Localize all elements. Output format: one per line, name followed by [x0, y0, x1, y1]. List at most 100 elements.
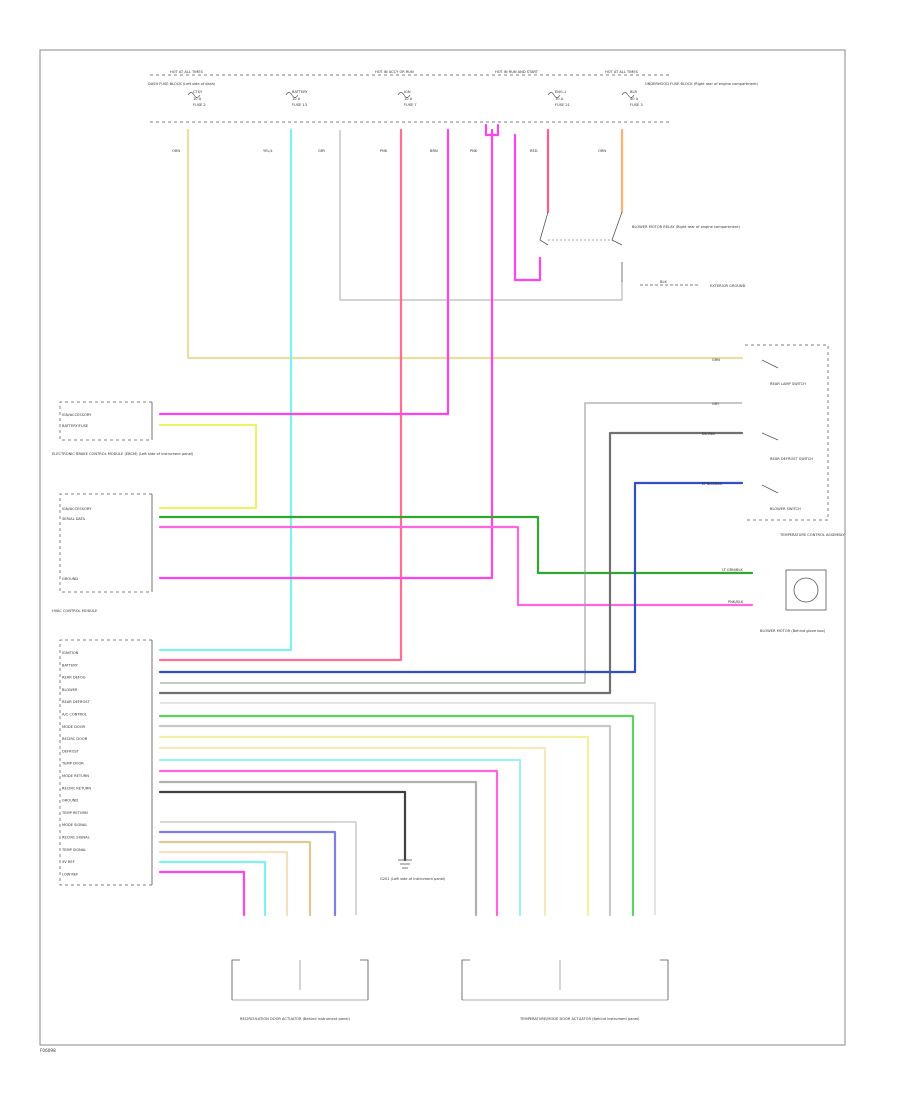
wire-gray-defog: [160, 402, 742, 684]
svg-text:FUSE 7: FUSE 7: [404, 103, 417, 107]
hvac-pin-label: REAR DEFROST: [62, 700, 91, 704]
ebcm-pin-1: IGN/ACCESSORY: [62, 507, 92, 511]
wire-magenta-recirc: [158, 870, 246, 917]
hvac-pin-label: RECIRC RETURN: [62, 786, 91, 790]
bus-label-1: HOT AT ALL TIMES: [170, 70, 204, 74]
hvac-pin-label: MODE RETURN: [62, 774, 89, 778]
switch-wire-3: DK BLU: [702, 432, 716, 436]
hvac-pin-label: BLOWER: [62, 688, 78, 692]
wire-gray-act: [158, 780, 478, 917]
wire-pink-blower: [158, 525, 754, 607]
hvac-pin-label: TEMP SIGNAL: [61, 848, 86, 852]
wire-magenta-relay: [513, 133, 542, 282]
wire-yellow-ebcm: [158, 423, 258, 510]
top-power-bus: HOT AT ALL TIMES HOT IN ACCY OR RUN HOT …: [148, 70, 759, 123]
wires: [158, 123, 754, 917]
svg-text:10 A: 10 A: [292, 97, 301, 101]
fuse-symbols: CTSY 10 A FUSE 2 BATTERY 10 A FUSE 13 IG…: [187, 90, 643, 107]
temp-mode-actuator: TEMPERATURE/MODE DOOR ACTUATOR (Behind i…: [461, 959, 669, 1021]
svg-text:FUSE 21: FUSE 21: [555, 103, 570, 107]
switch-wire-2: GRY: [712, 402, 720, 406]
temp-control-switch: GRN GRY DK BLU LT BLU/BLK REAR LAMP SWIT…: [702, 344, 845, 537]
wire-red-ign: [158, 128, 403, 662]
switch-item-2: REAR DEFROST SWITCH: [770, 457, 813, 461]
svg-text:PNK: PNK: [380, 149, 388, 153]
hvac-pin-label: IGNITION: [62, 651, 79, 655]
figure-id: F06098: [40, 1048, 56, 1053]
wire-green-act: [158, 714, 635, 917]
fuse-blr: BLR 40 A FUSE 3: [621, 90, 643, 107]
svg-text:YEL/L: YEL/L: [263, 149, 273, 153]
wire-cream-recirc: [158, 850, 289, 917]
wire-blue-switch: [158, 481, 744, 674]
svg-text:IGN: IGN: [404, 90, 411, 94]
svg-text:BATTERY: BATTERY: [292, 90, 309, 94]
hvac-pin-label: RECIRC SIGNAL: [62, 836, 90, 840]
bus-label-2: HOT IN ACCY OR RUN: [375, 70, 414, 74]
wire-darkgray-switch: [158, 431, 744, 695]
wire-cyan-battery: [158, 128, 293, 652]
ebcm-pin-2: SERIAL DATA: [62, 517, 86, 521]
hvac-pin-label: TEMP RETURN: [61, 811, 88, 815]
hvac-pin-label: A/C CONTROL: [62, 713, 87, 717]
diagram-frame: [39, 49, 846, 1046]
wire-pink-act: [158, 769, 499, 917]
wire-gray-recirc: [160, 821, 357, 915]
hvac-module: HVAC CONTROL MODULE IGNITIONBATTERYREAR …: [52, 609, 153, 886]
hvac-pin-label: REAR DEFOG: [62, 676, 86, 680]
blower-title: BLOWER MOTOR (Behind glove box): [760, 629, 826, 633]
recirc-actuator: RECIRCULATION DOOR ACTUATOR (Behind inst…: [231, 959, 369, 1021]
svg-text:CTSY: CTSY: [193, 90, 203, 94]
ebcm-pin-3: GROUND: [62, 577, 78, 581]
wire-paleyellow-act: [158, 735, 590, 917]
wire-lightgray-return: [160, 702, 656, 915]
ground-g201: G201 (Left side of instrument panel): [380, 859, 446, 881]
switch-title: TEMPERATURE CONTROL ASSEMBLY: [779, 533, 845, 537]
fuse-ign: IGN 10 A FUSE 7: [397, 90, 417, 107]
hvac-pin-label: DEFROST: [62, 749, 80, 753]
switch-item-3: BLOWER SWITCH: [770, 507, 801, 511]
hvac-pin-label: TEMP DOOR: [61, 762, 84, 766]
hvac-pin-label: RECIRC DOOR: [62, 737, 88, 741]
wire-gray-ign: [339, 130, 623, 301]
blower-label-2: PNK/BLK: [728, 600, 744, 604]
hvac-title: HVAC CONTROL MODULE: [52, 609, 98, 613]
svg-text:BRN: BRN: [430, 149, 438, 153]
svg-text:ENG-1: ENG-1: [555, 90, 566, 94]
svg-text:ORN: ORN: [598, 149, 606, 153]
hvac-pin-label: 5V REF: [62, 860, 75, 864]
svg-text:ORN: ORN: [172, 149, 180, 153]
top-wire-labels: ORN YEL/L GRY PNK BRN PNK RED ORN: [172, 149, 606, 153]
wire-green-blower: [158, 515, 754, 575]
svg-text:10 A: 10 A: [404, 97, 413, 101]
wire-magenta-ebcm: [158, 128, 494, 580]
bus-label-4: HOT AT ALL TIMES: [605, 70, 639, 74]
ground-label: G201 (Left side of instrument panel): [380, 877, 446, 881]
wire-cream-act: [158, 746, 547, 917]
hvac-pin-label: LOW REF: [62, 872, 78, 876]
fuse-eng: ENG-1 10 A FUSE 21: [547, 90, 570, 107]
bus-label-3: HOT IN RUN AND START: [495, 70, 539, 74]
wire-ground: [158, 790, 407, 862]
wire-lightcyan-act: [158, 758, 522, 917]
wire-blue-recirc: [158, 830, 337, 917]
svg-text:FUSE 2: FUSE 2: [193, 103, 206, 107]
wire-lightgray-act: [158, 724, 612, 917]
hvac-pin-label: GROUND: [62, 799, 78, 803]
svg-text:PNK: PNK: [470, 149, 478, 153]
blower-motor: LT GRN/BLK PNK/BLK BLOWER MOTOR (Behind …: [722, 568, 827, 633]
svg-text:40 A: 40 A: [630, 97, 639, 101]
svg-text:FUSE 13: FUSE 13: [292, 103, 307, 107]
switch-item-1: REAR LAMP SWITCH: [770, 382, 806, 386]
fuse-battery: BATTERY 10 A FUSE 13: [285, 90, 309, 107]
temp-actuator-title: TEMPERATURE/MODE DOOR ACTUATOR (Behind i…: [519, 1017, 640, 1021]
relay-ground-label: EXTERIOR GROUND: [710, 284, 746, 288]
wire-cyan-recirc: [158, 860, 267, 917]
relay-pin-label: BLK: [660, 280, 667, 284]
blower-relay: BLOWER MOTOR RELAY (Right rear of engine…: [539, 211, 746, 288]
ebcm-module: ELECTRONIC BRAKE CONTROL MODULE (EBCM) (…: [52, 452, 194, 593]
svg-text:GRY: GRY: [318, 149, 326, 153]
instrument-cluster: IGN/ACCESSORY BATTERY/FUSE: [59, 401, 153, 441]
svg-text:10 A: 10 A: [193, 97, 202, 101]
